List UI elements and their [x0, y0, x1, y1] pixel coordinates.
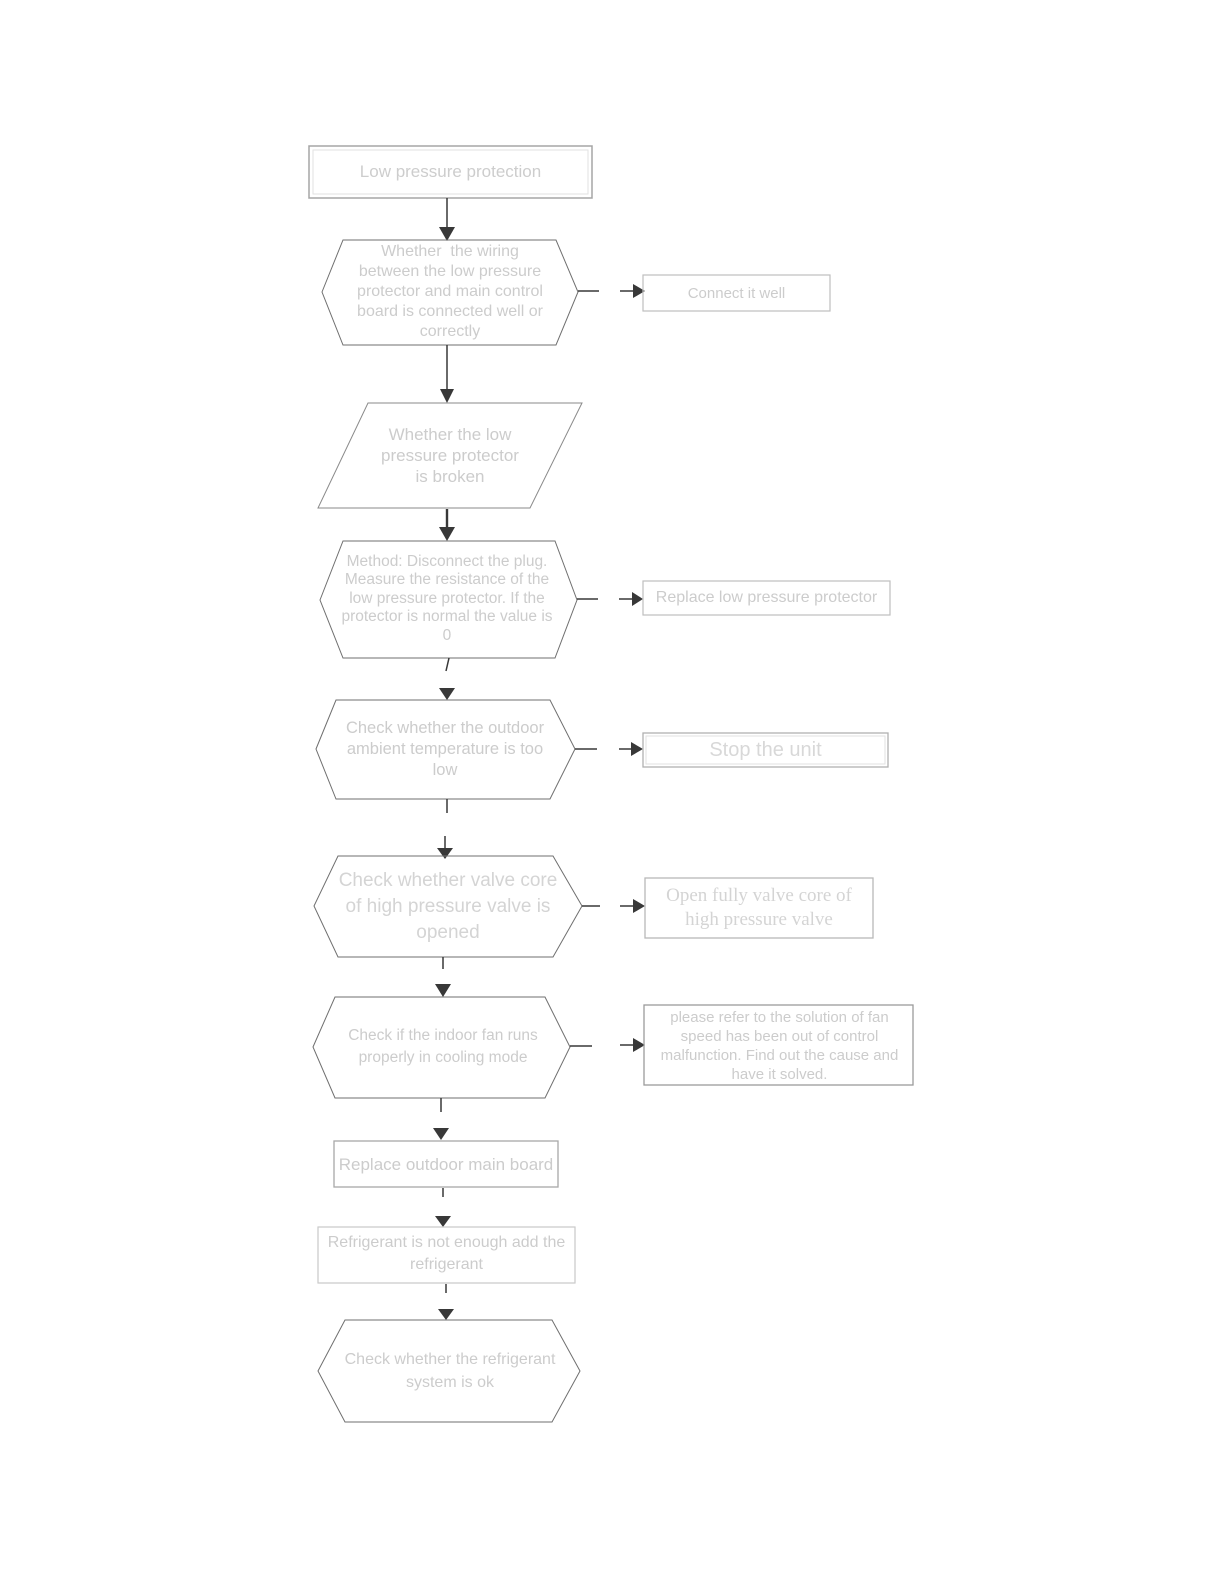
stop-unit-shape — [642, 732, 889, 768]
arrowhead-broken-to-method — [439, 527, 455, 541]
arrowhead-wiring-to-connect — [633, 284, 645, 298]
connect-well-shape — [642, 274, 831, 312]
decision-protector-broken-shape — [317, 402, 583, 509]
arrowhead-valve-to-open — [633, 899, 645, 913]
arrowhead-to-board — [433, 1128, 449, 1140]
start-node-shape — [308, 145, 593, 199]
stop-unit-inner-border — [645, 735, 886, 765]
add-refrigerant-shape — [317, 1226, 576, 1284]
decision-wiring-shape — [321, 239, 579, 346]
arrowhead-method-to-ambient — [439, 688, 455, 700]
arrowhead-start-to-wiring — [439, 227, 455, 241]
arrowhead-to-fan — [435, 984, 451, 997]
fan-solution-shape — [643, 1004, 914, 1086]
decision-indoor-fan-shape — [312, 996, 571, 1099]
start-node-inner-border — [312, 149, 589, 195]
decision-method-shape — [319, 540, 578, 659]
arrowhead-to-refrigerant — [435, 1216, 451, 1227]
arrowhead-ambient-to-stop — [631, 742, 643, 756]
connector-method-down-stub — [445, 657, 450, 672]
decision-refrigerant-system-shape — [317, 1319, 581, 1423]
replace-protector-shape — [642, 580, 891, 616]
decision-valve-core-shape — [313, 855, 583, 958]
arrowhead-wiring-to-broken — [440, 389, 454, 403]
arrowhead-to-system — [438, 1309, 454, 1320]
open-valve-shape — [644, 877, 874, 939]
arrowhead-method-to-replace — [632, 592, 643, 606]
arrowhead-to-valve — [437, 848, 453, 859]
decision-ambient-shape — [315, 699, 576, 800]
replace-board-shape — [333, 1140, 559, 1188]
arrowhead-fan-to-solution — [633, 1038, 645, 1052]
